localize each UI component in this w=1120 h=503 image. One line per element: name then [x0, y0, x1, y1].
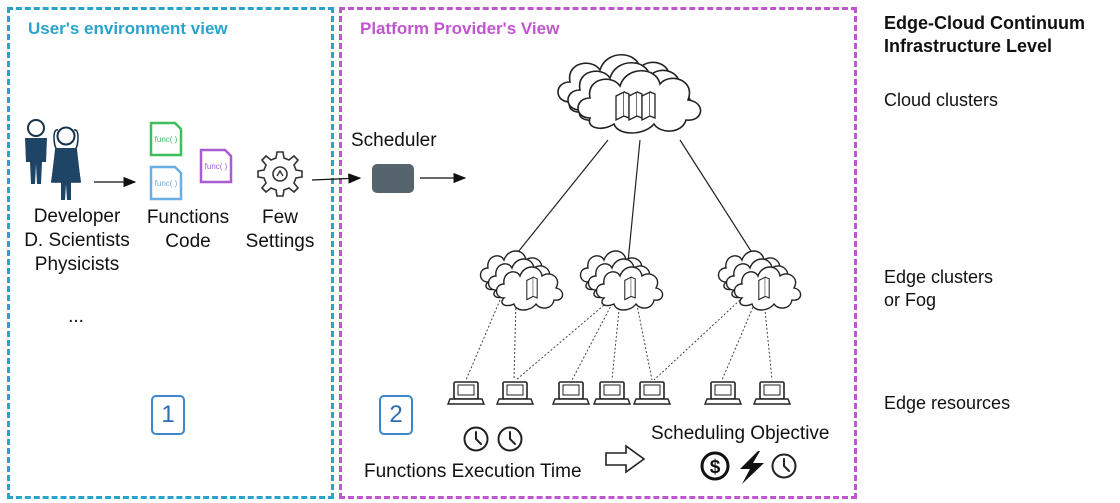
svg-text:func( ): func( ): [155, 135, 178, 144]
cloud-server-icon: [557, 53, 702, 134]
provider-panel-title: Platform Provider's View: [360, 19, 560, 38]
level-cloud-clusters: Cloud clusters: [884, 90, 999, 110]
laptop-icon: [552, 381, 590, 405]
hollow-arrow-icon: [605, 444, 646, 474]
functions-code-label: Functions Code: [146, 207, 230, 252]
laptop-icon: [753, 381, 791, 405]
cloud-server-icon: [579, 250, 664, 311]
lightning-icon: [740, 451, 764, 484]
cloud-server-icon: [717, 250, 802, 311]
code-file-icon: func( ): [149, 165, 183, 201]
svg-text:$: $: [710, 457, 721, 478]
laptop-icon: [593, 381, 631, 405]
gear-icon: [257, 151, 303, 197]
cloud-server-icon: [479, 250, 564, 311]
step-2-badge: 2: [379, 395, 413, 435]
dollar-icon: $: [700, 451, 730, 481]
user-environment-panel: [7, 7, 334, 499]
platform-provider-panel: [339, 7, 857, 499]
cloud-links: [509, 139, 759, 263]
svg-text:func( ): func( ): [205, 162, 228, 171]
laptop-icon: [447, 381, 485, 405]
laptop-icon: [704, 381, 742, 405]
level-edge-resources: Edge resources: [884, 393, 1011, 413]
laptop-icon: [633, 381, 671, 405]
code-file-icon: func( ): [149, 121, 183, 157]
clock-icon: [463, 426, 489, 452]
laptop-icon: [496, 381, 534, 405]
scheduler-box-icon: [372, 164, 414, 193]
person-icon: [51, 126, 81, 200]
user-panel-title: User's environment view: [28, 19, 228, 38]
more-users-ellipsis: ...: [68, 306, 84, 327]
step-1-badge: 1: [151, 395, 185, 435]
few-settings-label: Few Settings: [245, 207, 315, 252]
scheduling-objective-label: Scheduling Objective: [651, 423, 830, 444]
user-types-label: Developer D. Scientists Physicists: [24, 206, 130, 275]
infrastructure-heading: Edge-Cloud Continuum Infrastructure Leve…: [884, 13, 1085, 56]
execution-time-label: Functions Execution Time: [364, 461, 582, 482]
clock-icon: [771, 453, 797, 479]
svg-text:func( ): func( ): [155, 179, 178, 188]
person-icon: [25, 119, 47, 184]
edge-links: [465, 299, 773, 381]
clock-icon: [497, 426, 523, 452]
level-edge-clusters: Edge clusters or Fog: [884, 267, 994, 310]
scheduler-label: Scheduler: [351, 130, 437, 151]
code-file-icon: func( ): [199, 148, 233, 184]
